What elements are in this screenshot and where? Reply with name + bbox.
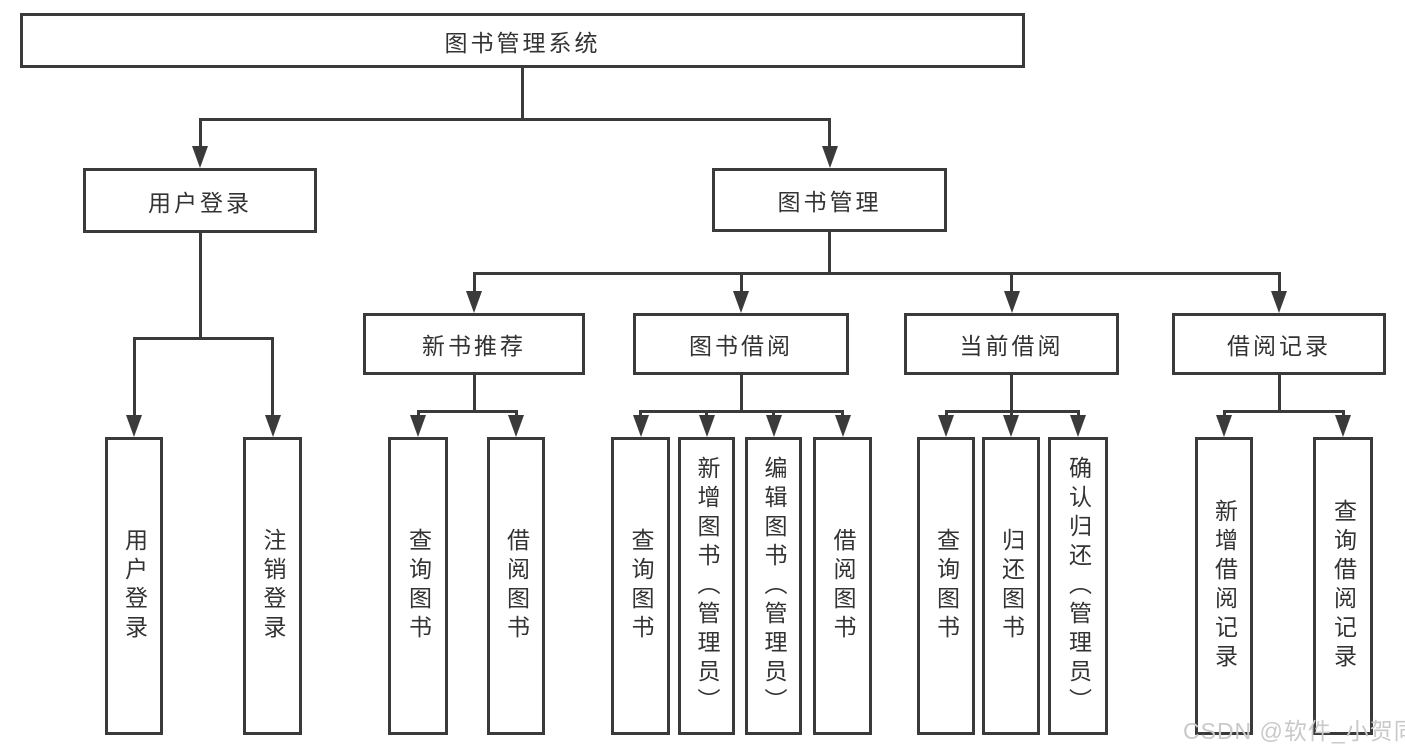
arrowhead-down-icon: [765, 415, 782, 437]
arrowhead-down-icon: [733, 291, 749, 313]
arrowhead-down-icon: [192, 146, 208, 168]
arrowhead-down-icon: [1003, 415, 1019, 437]
diagram-node-bor-lend: 借阅图书: [813, 437, 872, 735]
connector-line: [739, 375, 743, 413]
diagram-node-bor-add: 新增图书（管理员）: [678, 437, 735, 735]
arrowhead-down-icon: [834, 415, 851, 437]
connector-line: [198, 118, 202, 154]
connector-line: [1010, 272, 1013, 299]
arrowhead-down-icon: [821, 146, 838, 168]
arrowhead-down-icon: [1216, 415, 1232, 437]
diagram-node-manage: 图书管理: [712, 168, 947, 232]
arrowhead-down-icon: [1003, 291, 1020, 313]
connector-line: [521, 68, 524, 121]
diagram-node-logout: 注销登录: [243, 437, 302, 735]
connector-line: [472, 272, 476, 299]
connector-line: [198, 233, 202, 340]
arrowhead-down-icon: [938, 415, 954, 437]
diagram-node-new-record: 新增借阅记录: [1195, 437, 1253, 735]
connector-line: [472, 272, 1281, 275]
connector-line: [828, 232, 831, 275]
connector-line: [1010, 375, 1013, 413]
diagram-node-rec-query: 查询图书: [388, 437, 448, 735]
arrowhead-down-icon: [1271, 291, 1287, 313]
connector-line: [132, 337, 136, 423]
arrowhead-down-icon: [410, 415, 426, 437]
diagram-node-cur-confirm: 确认归还（管理员）: [1048, 437, 1108, 735]
connector-line: [739, 272, 743, 299]
diagram-node-cur-return: 归还图书: [982, 437, 1040, 735]
arrowhead-down-icon: [698, 415, 715, 437]
diagram-node-root: 图书管理系统: [20, 13, 1025, 68]
diagram-node-query-record: 查询借阅记录: [1313, 437, 1373, 735]
arrowhead-down-icon: [508, 415, 524, 437]
arrowhead-down-icon: [1335, 415, 1351, 437]
arrowhead-down-icon: [264, 415, 281, 437]
csdn-watermark: CSDN @软件_小贺同学: [1183, 718, 1405, 744]
diagram-node-bor-edit: 编辑图书（管理员）: [745, 437, 802, 735]
diagram-node-records: 借阅记录: [1172, 313, 1386, 375]
diagram-node-login: 用户登录: [83, 168, 317, 233]
connector-line: [1277, 272, 1281, 299]
connector-line: [416, 410, 518, 413]
arrowhead-down-icon: [1070, 415, 1086, 437]
diagram-node-borrow: 图书借阅: [633, 313, 849, 375]
connector-line: [639, 410, 844, 413]
connector-line: [198, 118, 831, 121]
arrowhead-down-icon: [632, 415, 649, 437]
connector-line: [132, 337, 274, 340]
connector-line: [1277, 375, 1281, 413]
connector-line: [472, 375, 476, 413]
diagram-node-recommend: 新书推荐: [363, 313, 585, 375]
diagram-node-login-action: 用户登录: [105, 437, 163, 735]
connector-line: [271, 337, 274, 423]
arrowhead-down-icon: [126, 415, 142, 437]
connector-line: [828, 118, 831, 154]
connector-line: [1222, 410, 1345, 413]
diagram-node-rec-borrow: 借阅图书: [487, 437, 545, 735]
diagram-node-cur-query: 查询图书: [917, 437, 975, 735]
diagram-node-bor-query: 查询图书: [611, 437, 670, 735]
arrowhead-down-icon: [466, 291, 482, 313]
diagram-node-current: 当前借阅: [904, 313, 1119, 375]
